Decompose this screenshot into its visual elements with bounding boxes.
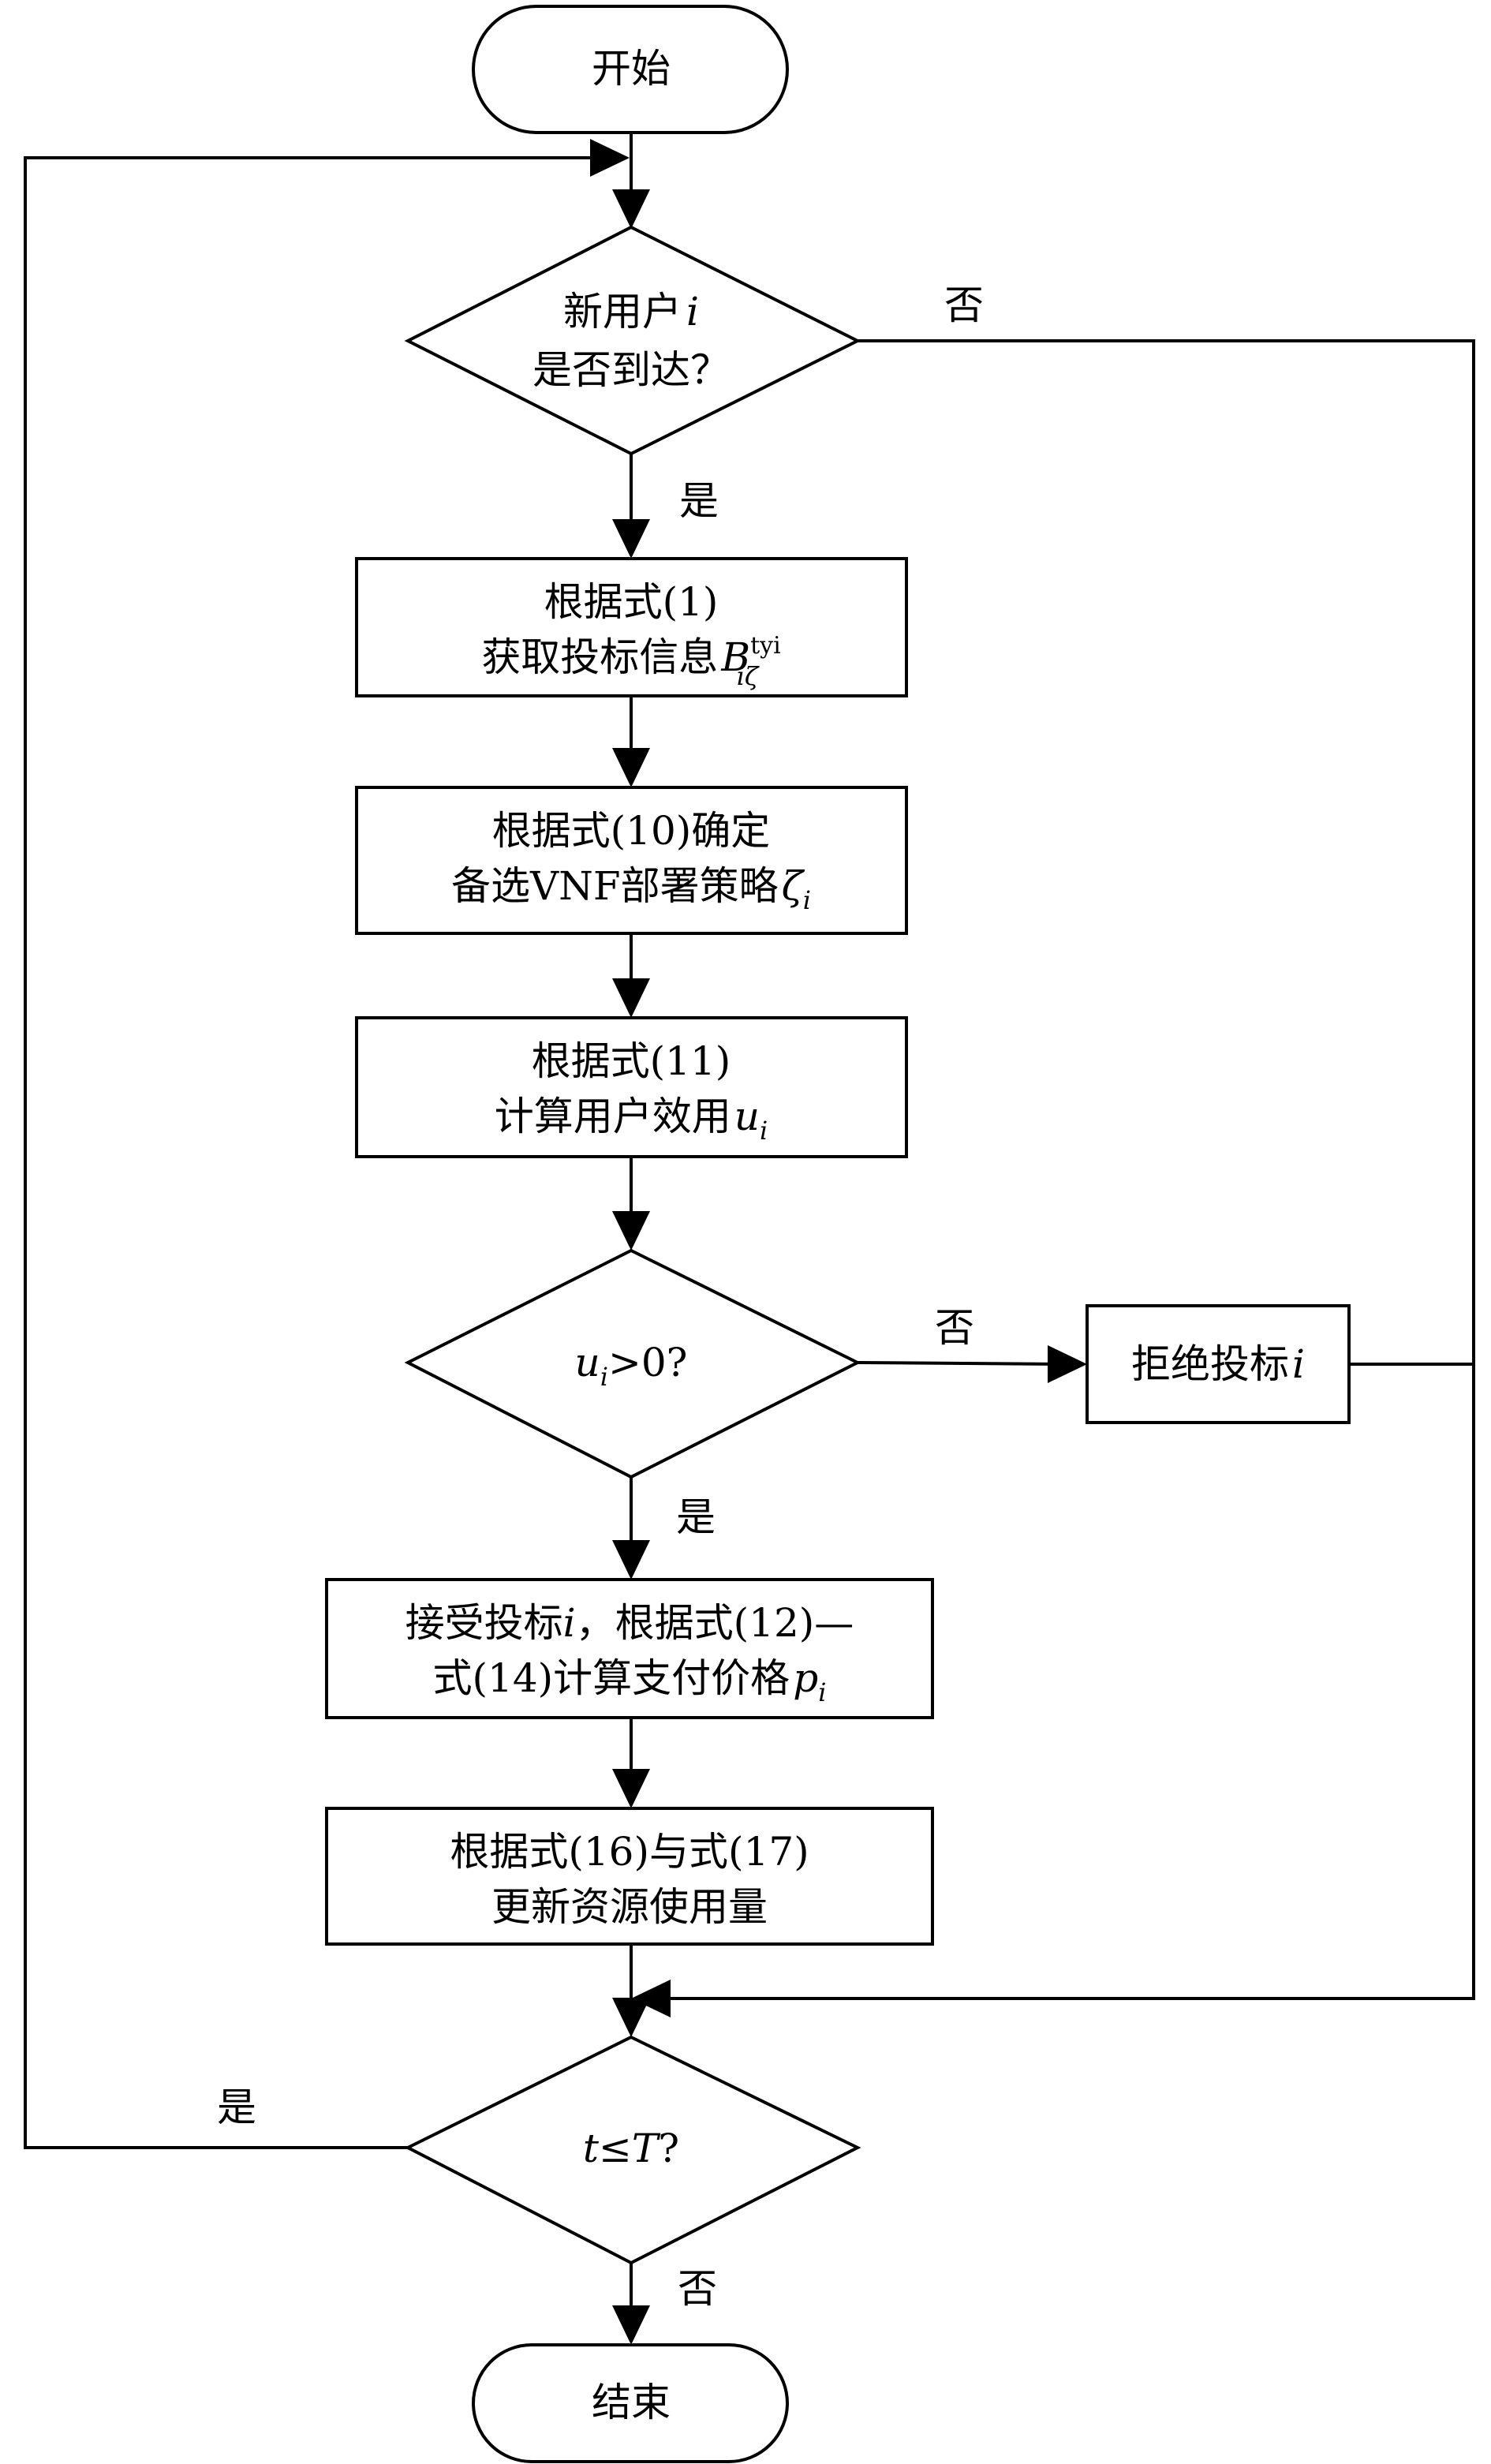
accept-line2: 式(14)计算支付价格pi bbox=[433, 1655, 827, 1707]
utility-process: 根据式(11) 计算用户效用ui bbox=[355, 1016, 908, 1158]
accept-process: 接受投标i，根据式(12)— 式(14)计算支付价格pi bbox=[325, 1578, 934, 1719]
new-user-yes-label: 是 bbox=[679, 478, 719, 524]
accept-line1: 接受投标i，根据式(12)— bbox=[405, 1600, 854, 1646]
strategy-line2: 备选VNF部署策略ζi bbox=[451, 863, 811, 915]
arrowhead bbox=[612, 1211, 650, 1251]
time-no-label: 否 bbox=[678, 2266, 717, 2312]
start-label: 开始 bbox=[592, 46, 671, 92]
new-user-line2: 是否到达？ bbox=[532, 347, 730, 393]
arrowhead bbox=[612, 2305, 650, 2345]
arrowhead bbox=[612, 748, 650, 787]
end-node: 结束 bbox=[472, 2343, 789, 2463]
arrowheads bbox=[590, 139, 1087, 2345]
utility-line2: 计算用户效用ui bbox=[495, 1094, 768, 1146]
arrowhead bbox=[612, 978, 650, 1018]
start-node: 开始 bbox=[472, 5, 789, 134]
connectors bbox=[24, 133, 1475, 2321]
time-decision: t≤T? bbox=[404, 2035, 861, 2265]
edge-labels: 否 是 否 是 是 否 bbox=[217, 282, 984, 2312]
new-user-no-label: 否 bbox=[944, 282, 984, 328]
arrowhead bbox=[612, 1769, 650, 1808]
time-yes-label: 是 bbox=[217, 2084, 256, 2130]
time-condition: t≤T? bbox=[583, 2126, 679, 2171]
strategy-process: 根据式(10)确定 备选VNF部署策略ζi bbox=[355, 786, 908, 935]
arrowhead bbox=[612, 1998, 650, 2037]
arrowhead bbox=[612, 519, 650, 559]
reject-process: 拒绝投标i bbox=[1086, 1304, 1351, 1424]
arrowhead bbox=[612, 1540, 650, 1580]
update-process: 根据式(16)与式(17) 更新资源使用量 bbox=[325, 1807, 934, 1946]
arrowhead bbox=[631, 1980, 671, 2017]
utility-yes-label: 是 bbox=[676, 1494, 716, 1540]
utility-decision: ui>0? bbox=[404, 1248, 861, 1479]
utility-condition: ui>0? bbox=[575, 1340, 688, 1392]
end-label: 结束 bbox=[592, 2380, 671, 2425]
update-line1: 根据式(16)与式(17) bbox=[450, 1829, 809, 1875]
strategy-line1: 根据式(10)确定 bbox=[492, 808, 771, 854]
arrowhead bbox=[590, 139, 630, 177]
edge-time-yes-loop bbox=[24, 156, 607, 2149]
edge-utility-no bbox=[857, 1361, 1064, 1366]
arrowhead bbox=[1048, 1345, 1087, 1383]
get-bid-line1: 根据式(1) bbox=[544, 579, 719, 625]
arrowhead bbox=[612, 189, 650, 229]
edge-new-user-no bbox=[655, 339, 1475, 2000]
update-line2: 更新资源使用量 bbox=[491, 1884, 768, 1930]
reject-label: 拒绝投标i bbox=[1131, 1341, 1305, 1387]
utility-no-label: 否 bbox=[935, 1305, 974, 1351]
utility-line1: 根据式(11) bbox=[532, 1038, 731, 1084]
